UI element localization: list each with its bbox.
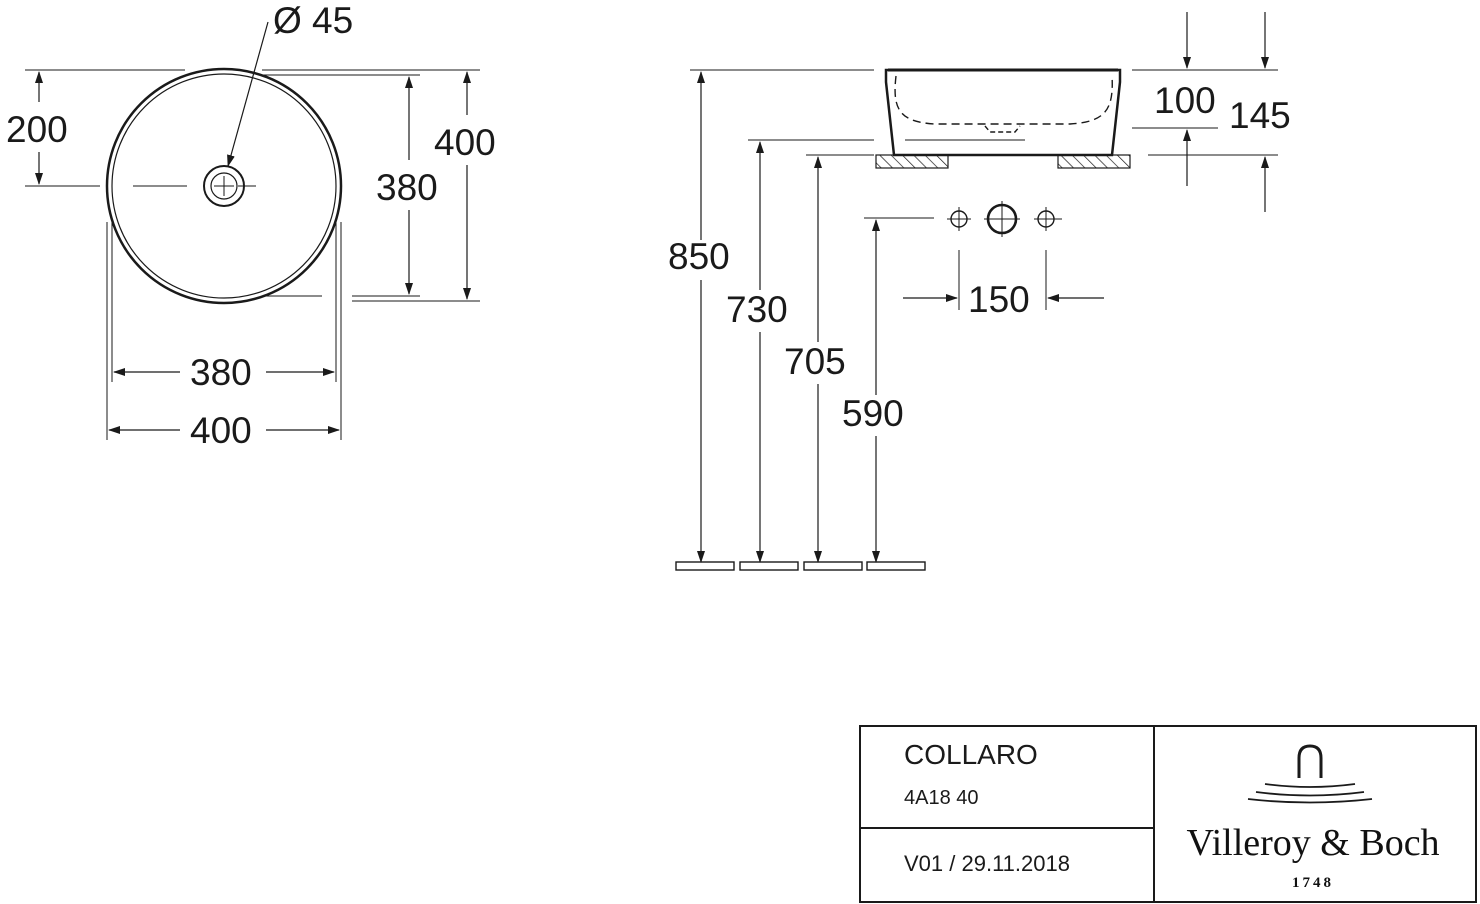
title-block: COLLARO 4A18 40 V01 / 29.11.2018 Villero…	[859, 725, 1477, 903]
basin-inner-contour	[894, 75, 1113, 125]
side-view: 850 730 705 590 150	[668, 12, 1291, 571]
brand-year: 1748	[1292, 875, 1334, 891]
dim-850-label: 850	[668, 236, 730, 277]
floor-block-2	[739, 561, 799, 571]
dim-705-label: 705	[784, 341, 846, 382]
countertop-left	[875, 154, 949, 169]
drain-inner	[210, 172, 238, 200]
faucet-icon	[1297, 744, 1323, 778]
dim-380-horizontal-label: 380	[190, 352, 252, 393]
dim-400-vertical-label: 400	[434, 122, 496, 163]
dim-100-label: 100	[1154, 80, 1216, 121]
drain-diameter-label: Ø 45	[273, 0, 353, 41]
countertop-right	[1057, 154, 1131, 169]
water-line-1	[1264, 783, 1356, 788]
version-date: V01 / 29.11.2018	[904, 851, 1070, 876]
dim-200-label: 200	[6, 109, 68, 150]
basin-profile-outer	[884, 68, 1122, 157]
dim-145-label: 145	[1229, 95, 1291, 136]
title-block-frame	[859, 725, 1477, 903]
top-view: Ø 45 200 380 400 380 400	[6, 0, 496, 451]
dim-380-vertical-label: 380	[376, 167, 438, 208]
floor-block-3	[803, 561, 863, 571]
water-line-3	[1247, 798, 1373, 804]
water-line-2	[1255, 791, 1365, 797]
dim-150-label: 150	[968, 279, 1030, 320]
basin-inner-rim	[111, 73, 337, 299]
dim-730-label: 730	[726, 289, 788, 330]
drain-contour	[984, 125, 1021, 133]
drain-leader	[227, 21, 269, 167]
dim-400-horizontal-label: 400	[190, 410, 252, 451]
floor-block-4	[866, 561, 926, 571]
article-number: 4A18 40	[904, 787, 979, 809]
brand-name: Villeroy & Boch	[1186, 822, 1439, 864]
tap-holes	[947, 201, 1062, 237]
product-name: COLLARO	[904, 739, 1038, 770]
floor-block-1	[675, 561, 735, 571]
dim-590-label: 590	[842, 393, 904, 434]
basin-outer-rim	[105, 67, 343, 305]
brand-logo: Villeroy & Boch 1748	[1186, 744, 1440, 891]
